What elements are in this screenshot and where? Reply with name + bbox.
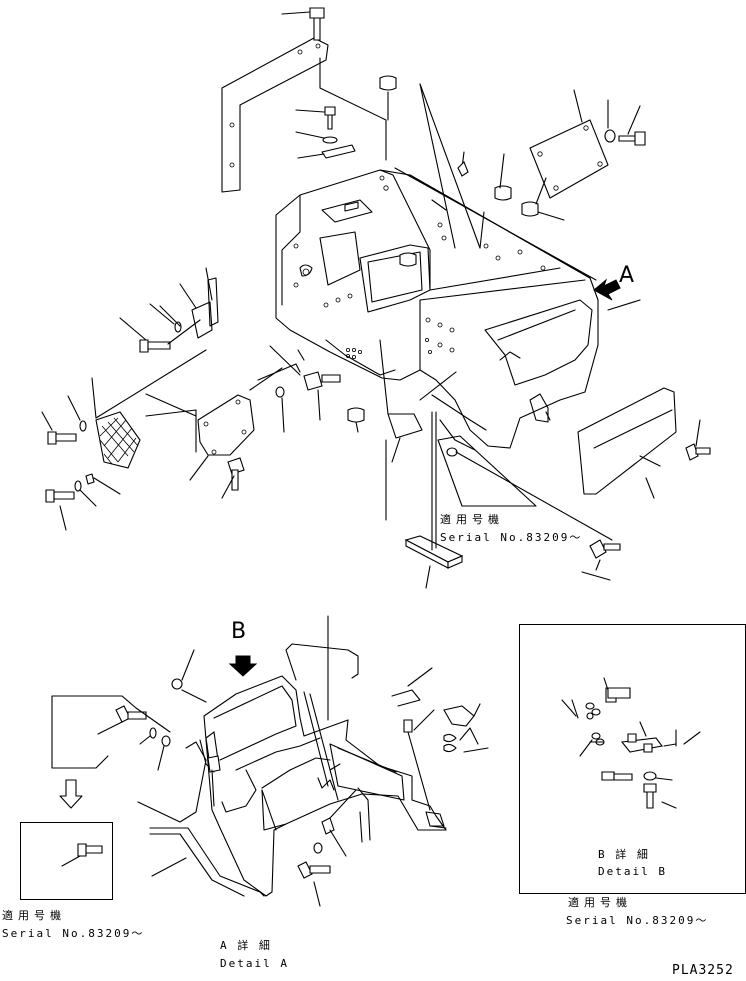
view-a-letter: A xyxy=(619,263,635,288)
view-b-letter: B xyxy=(231,619,247,644)
detail-a-box xyxy=(20,822,113,900)
leader-lines-upper xyxy=(420,84,640,310)
top-left-bracket xyxy=(222,38,386,192)
lower-left-bolts xyxy=(46,474,120,530)
side-panel-right xyxy=(578,388,710,498)
applicable-note-a-jp: 適用号機 xyxy=(2,909,66,922)
detail-b-view xyxy=(562,678,700,808)
lower-right-bracket xyxy=(438,436,620,570)
serial-note-main: Serial No.83209～ xyxy=(440,531,583,544)
leader-lines-lower xyxy=(146,346,660,580)
detail-a-view xyxy=(150,616,446,896)
center-bolt-hardware xyxy=(258,340,422,520)
detail-a-hardware xyxy=(98,650,356,906)
frame-holes xyxy=(294,176,545,359)
detail-a-title-en: Detail A xyxy=(220,957,289,970)
applicable-note-b-jp: 適用号機 xyxy=(568,896,632,909)
small-bolt-washer-stack xyxy=(296,107,355,158)
detail-a-callout xyxy=(52,696,170,866)
mesh-screen xyxy=(42,350,206,468)
stopper-block xyxy=(406,412,462,588)
serial-note-b: Serial No.83209～ xyxy=(566,914,709,927)
drawing-code: PLA3252 xyxy=(672,963,734,978)
applicable-note-main-jp: 適用号機 xyxy=(440,513,504,526)
detail-b-title-en: Detail B xyxy=(598,865,667,878)
right-clip xyxy=(530,394,550,422)
main-frame-assembly xyxy=(276,76,598,450)
grommet-plugs xyxy=(348,76,538,422)
top-bolt xyxy=(282,8,324,40)
cover-plate-top-right xyxy=(530,90,645,198)
detail-a-right-parts xyxy=(392,668,488,828)
left-bracket-hardware xyxy=(120,268,218,352)
left-cover-plate xyxy=(146,368,282,498)
view-arrow-b xyxy=(230,656,256,676)
detail-b-title-jp: B 詳 細 xyxy=(598,848,650,861)
detail-a-title-jp: A 詳 細 xyxy=(220,939,272,952)
view-arrow-a xyxy=(594,280,620,300)
serial-note-a: Serial No.83209～ xyxy=(2,927,145,940)
